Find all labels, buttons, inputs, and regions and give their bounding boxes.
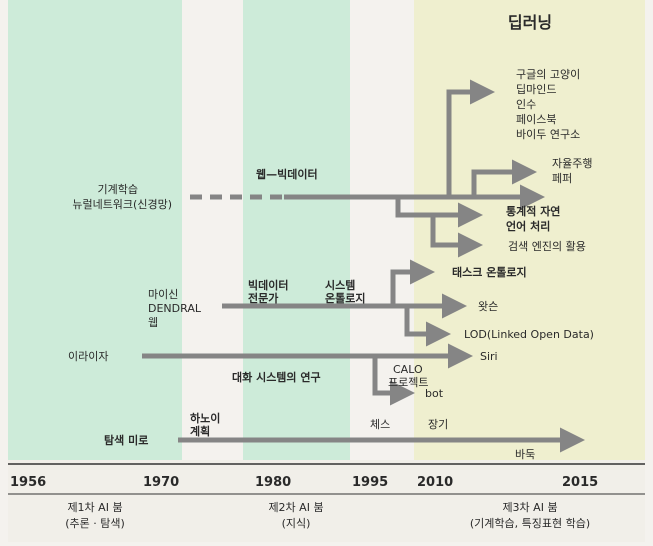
google-label-4: 페이스북 <box>516 113 556 126</box>
first-boom-band <box>8 0 182 460</box>
auto-label-1: 자율주행 <box>552 157 592 170</box>
year-2010: 2010 <box>417 475 453 490</box>
year-1956: 1956 <box>10 475 46 490</box>
google-label-3: 인수 <box>516 98 536 111</box>
year-1995: 1995 <box>352 475 388 490</box>
dialog-research-label: 대화 시스템의 연구 <box>232 370 321 384</box>
ml-label-2: 뉴럴네트워크(신경망) <box>72 198 172 211</box>
eliza-label: 이라이자 <box>68 350 108 363</box>
era-2-name: 제2차 AI 붐 <box>268 501 323 514</box>
bot-branch <box>372 356 415 406</box>
web-bigdata-label: 웹—빅데이터 <box>256 167 318 181</box>
google-label-2: 딥마인드 <box>516 83 556 96</box>
hanoi-label-2: 계획 <box>190 424 210 438</box>
search-maze-label: 탐색 미로 <box>104 433 148 447</box>
mycin-label-2: DENDRAL <box>148 302 202 315</box>
auto-branch <box>471 159 537 197</box>
system-ontology-label-2: 온톨로지 <box>325 291 365 305</box>
watson-label: 왓슨 <box>478 300 498 313</box>
google-label-5: 바이두 연구소 <box>516 128 580 141</box>
task-ontology-label: 태스크 온톨로지 <box>452 265 527 279</box>
era-3-name: 제3차 AI 붐 <box>502 501 557 514</box>
bigdata-expert-label-2: 전문가 <box>248 291 278 305</box>
bigdata-expert-label-1: 빅데이터 <box>248 278 288 292</box>
hanoi-label-1: 하노이 <box>190 411 220 425</box>
baduk-label: 바둑 <box>515 448 535 461</box>
lod-label: LOD(Linked Open Data) <box>464 328 594 341</box>
era-1-name: 제1차 AI 붐 <box>67 501 122 514</box>
era-1-sub: (추론 · 탐색) <box>65 517 125 530</box>
stat-branch <box>395 197 483 228</box>
task-onto-branch <box>390 259 435 306</box>
google-label-1: 구글의 고양이 <box>516 68 580 81</box>
year-1980: 1980 <box>255 475 291 490</box>
search-engine-label: 검색 엔진의 활용 <box>508 239 586 253</box>
system-ontology-label-1: 시스템 <box>325 278 355 292</box>
deep-learning-title: 딥러닝 <box>508 13 552 32</box>
siri-label: Siri <box>480 350 498 363</box>
era-2-sub: (지식) <box>282 517 311 530</box>
google-branch <box>446 79 495 197</box>
search-engine-branch <box>430 215 483 258</box>
stat-nlp-label-2: 언어 처리 <box>506 219 550 233</box>
era-3-sub: (기계학습, 특징표현 학습) <box>470 517 590 530</box>
shogi-label: 장기 <box>428 418 448 431</box>
calo-label-2: 프로젝트 <box>388 376 428 389</box>
year-1970: 1970 <box>143 475 179 490</box>
ml-label-1: 기계학습 <box>98 183 138 196</box>
chess-label: 체스 <box>370 418 390 431</box>
bot-label: bot <box>425 387 444 400</box>
year-2015: 2015 <box>562 475 598 490</box>
auto-label-2: 페퍼 <box>552 172 572 185</box>
second-boom-band <box>243 0 350 460</box>
mycin-label-1: 마이신 <box>148 288 178 301</box>
mycin-label-3: 웹 <box>148 316 158 329</box>
calo-label-1: CALO <box>393 363 423 376</box>
third-boom-band <box>414 0 645 460</box>
stat-nlp-label-1: 통계적 자연 <box>506 204 560 218</box>
era-footer-band <box>8 460 645 542</box>
lod-branch <box>404 306 451 347</box>
